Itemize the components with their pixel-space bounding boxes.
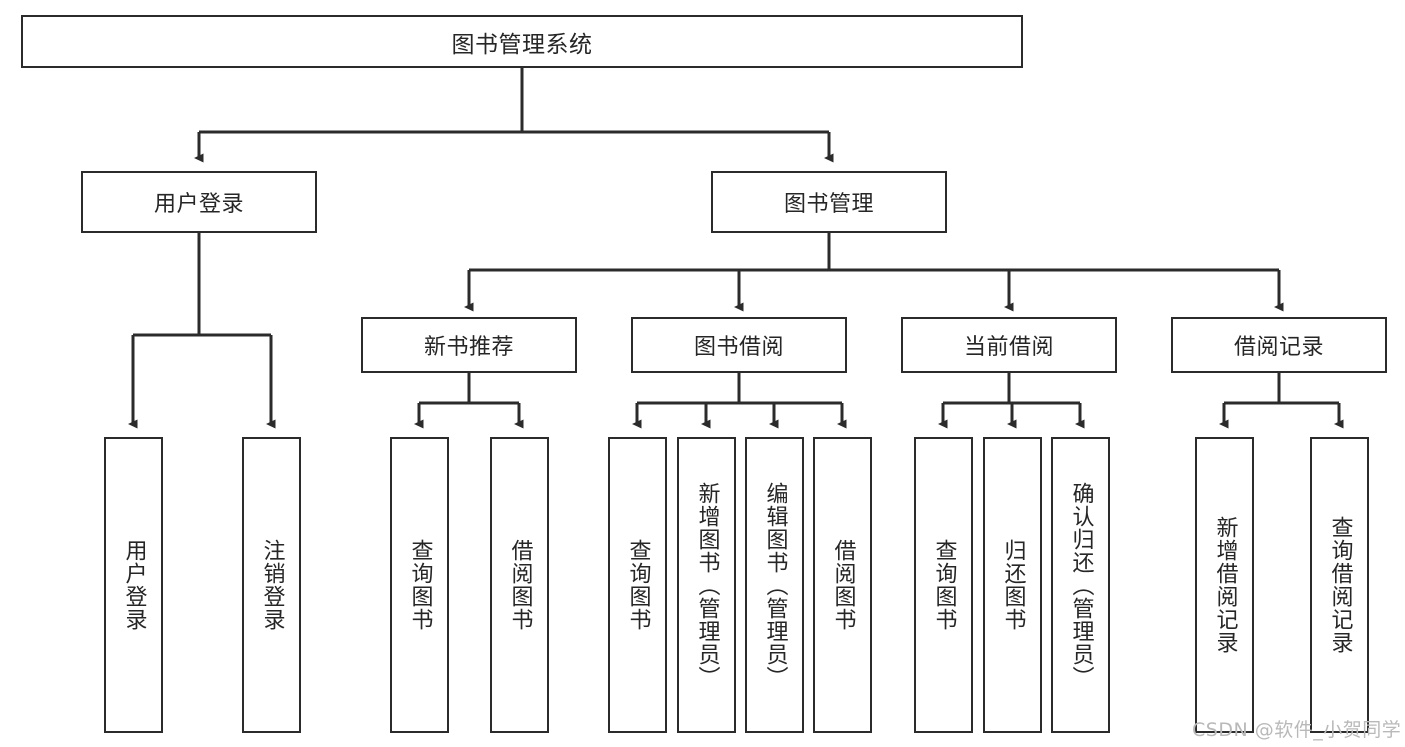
leaf-user-login-login[interactable]: 用户登录 xyxy=(104,437,163,733)
leaf-label: 查询图书 xyxy=(407,539,433,631)
leaf-borrow-borrow-book[interactable]: 借阅图书 xyxy=(813,437,872,733)
leaf-label: 归还图书 xyxy=(1000,539,1026,631)
leaf-label: 借阅图书 xyxy=(507,539,533,631)
leaf-label: 查询图书 xyxy=(625,539,651,631)
node-root-system[interactable]: 图书管理系统 xyxy=(21,15,1023,68)
leaf-record-add-record[interactable]: 新增借阅记录 xyxy=(1195,437,1254,733)
leaf-current-return-book[interactable]: 归还图书 xyxy=(983,437,1042,733)
leaf-label: 查询借阅记录 xyxy=(1327,516,1353,654)
node-borrow-record[interactable]: 借阅记录 xyxy=(1171,317,1387,373)
node-current-borrow[interactable]: 当前借阅 xyxy=(901,317,1117,373)
leaf-borrow-add-book-admin[interactable]: 新增图书（管理员） xyxy=(677,437,736,733)
leaf-new-book-query[interactable]: 查询图书 xyxy=(390,437,449,733)
leaf-label: 用户登录 xyxy=(121,539,147,631)
node-book-borrow[interactable]: 图书借阅 xyxy=(631,317,847,373)
leaf-current-confirm-return-admin[interactable]: 确认归还（管理员） xyxy=(1051,437,1110,733)
leaf-label: 新增借阅记录 xyxy=(1212,516,1238,654)
leaf-label: 注销登录 xyxy=(259,539,285,631)
leaf-record-query-record[interactable]: 查询借阅记录 xyxy=(1310,437,1369,733)
leaf-label: 确认归还（管理员） xyxy=(1068,481,1094,689)
leaf-label: 查询图书 xyxy=(931,539,957,631)
leaf-user-login-logout[interactable]: 注销登录 xyxy=(242,437,301,733)
node-new-book-recommend[interactable]: 新书推荐 xyxy=(361,317,577,373)
leaf-current-query-book[interactable]: 查询图书 xyxy=(914,437,973,733)
node-book-management[interactable]: 图书管理 xyxy=(711,171,947,233)
leaf-new-book-borrow[interactable]: 借阅图书 xyxy=(490,437,549,733)
csdn-watermark: CSDN @软件_小贺同学 xyxy=(1192,719,1402,741)
leaf-label: 新增图书（管理员） xyxy=(694,481,720,689)
node-user-login[interactable]: 用户登录 xyxy=(81,171,317,233)
leaf-label: 借阅图书 xyxy=(830,539,856,631)
leaf-label: 编辑图书（管理员） xyxy=(762,481,788,689)
leaf-borrow-query-book[interactable]: 查询图书 xyxy=(608,437,667,733)
leaf-borrow-edit-book-admin[interactable]: 编辑图书（管理员） xyxy=(745,437,804,733)
